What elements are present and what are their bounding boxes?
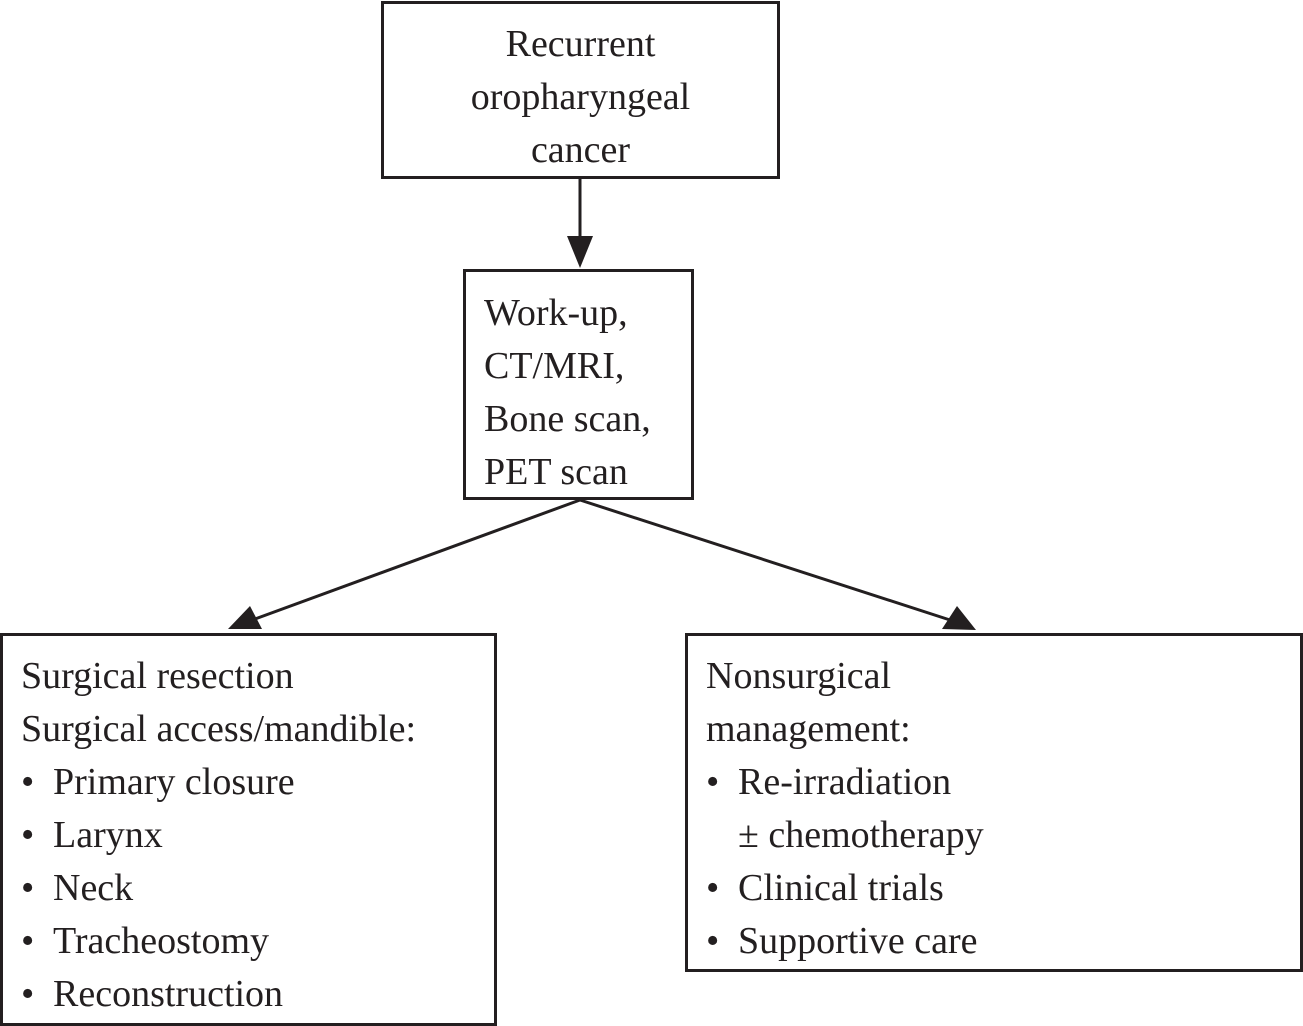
- surgical-resection-box: Surgical resection Surgical access/mandi…: [0, 633, 497, 1026]
- recurrent-cancer-box: Recurrent oropharyngeal cancer: [381, 1, 780, 179]
- surgical-item-label: Neck: [53, 867, 134, 909]
- arrow-workup-to-nonsurgical: [579, 498, 976, 630]
- workup-line: Bone scan,: [484, 398, 651, 440]
- surgical-heading: Surgical resection: [21, 655, 294, 697]
- top-box-line: oropharyngeal: [470, 76, 691, 118]
- bullet-icon: •: [21, 814, 35, 856]
- surgical-item-label: Reconstruction: [53, 973, 284, 1015]
- surgical-heading: Surgical access/mandible:: [21, 708, 417, 750]
- surgical-list-item: • Tracheostomy: [21, 915, 494, 968]
- surgical-list-item: • Neck: [21, 862, 494, 915]
- bullet-icon: •: [706, 761, 720, 803]
- surgical-item-label: Tracheostomy: [53, 920, 270, 962]
- surgical-list-item: • Larynx: [21, 809, 494, 862]
- arrow-top-to-workup: [567, 179, 593, 268]
- workup-box: Work-up, CT/MRI, Bone scan, PET scan: [463, 269, 694, 500]
- nonsurgical-list-item: • Re-irradiation: [706, 756, 1300, 809]
- bullet-icon: •: [21, 973, 35, 1015]
- surgical-list-item: • Reconstruction: [21, 968, 494, 1021]
- nonsurgical-list-item: • Clinical trials: [706, 862, 1300, 915]
- bullet-icon: •: [21, 867, 35, 909]
- nonsurgical-heading: Nonsurgical: [706, 655, 892, 697]
- nonsurgical-item-label: Re-irradiation: [738, 761, 952, 803]
- workup-line: Work-up,: [484, 292, 628, 334]
- nonsurgical-item-label: Clinical trials: [738, 867, 944, 909]
- workup-line: CT/MRI,: [484, 345, 625, 387]
- nonsurgical-item-label: Supportive care: [738, 920, 978, 962]
- bullet-icon: •: [21, 920, 35, 962]
- arrow-workup-to-surgical: [228, 498, 581, 629]
- surgical-item-label: Primary closure: [53, 761, 295, 803]
- surgical-list-item: • Primary closure: [21, 756, 494, 809]
- nonsurgical-list-item: • Supportive care: [706, 915, 1300, 968]
- workup-line: PET scan: [484, 451, 628, 493]
- nonsurgical-item-continuation: ± chemotherapy: [738, 814, 984, 856]
- bullet-icon: •: [706, 867, 720, 909]
- top-box-line: Recurrent: [505, 23, 656, 65]
- surgical-item-label: Larynx: [53, 814, 163, 856]
- nonsurgical-heading: management:: [706, 708, 911, 750]
- bullet-icon: •: [21, 761, 35, 803]
- nonsurgical-management-box: Nonsurgical management: • Re-irradiation…: [685, 633, 1303, 972]
- bullet-icon: •: [706, 920, 720, 962]
- top-box-line: cancer: [530, 129, 631, 171]
